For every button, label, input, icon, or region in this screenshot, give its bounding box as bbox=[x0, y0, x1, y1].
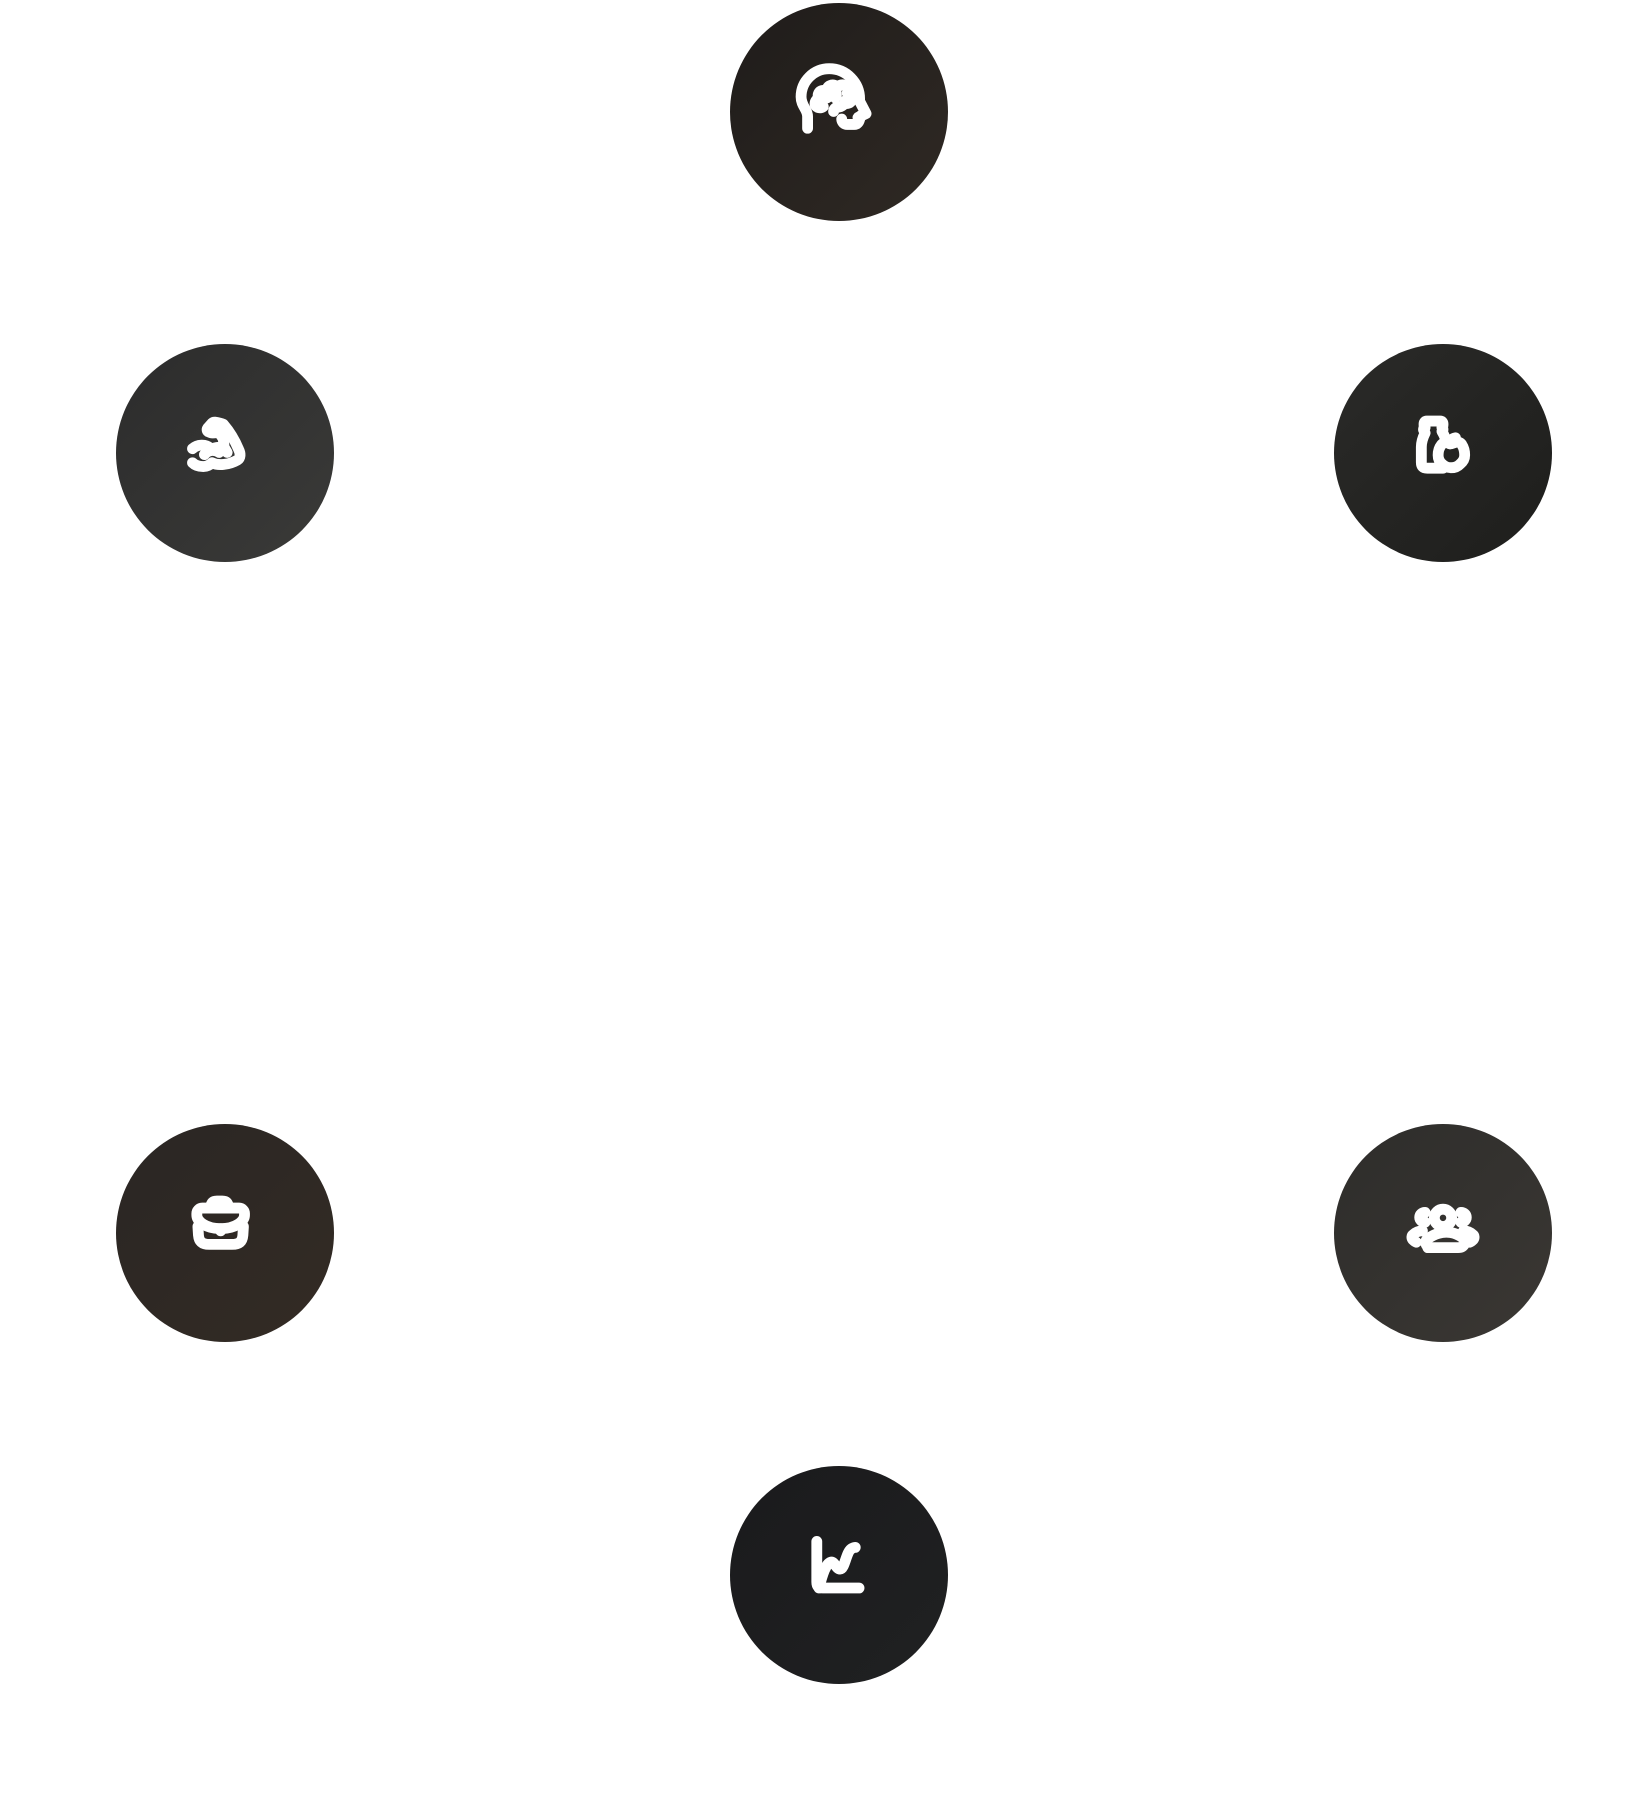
nutrition-node[interactable] bbox=[1334, 344, 1552, 562]
growth-chart-icon bbox=[811, 1536, 865, 1594]
user-group-icon bbox=[1406, 1203, 1480, 1254]
mind-node[interactable] bbox=[730, 3, 948, 221]
head-brain-icon bbox=[795, 63, 872, 134]
growth-node[interactable] bbox=[730, 1466, 948, 1684]
strength-node[interactable] bbox=[116, 344, 334, 562]
social-node[interactable] bbox=[1334, 1124, 1552, 1342]
flexed-bicep-icon bbox=[187, 416, 246, 472]
bottle-apple-icon bbox=[1415, 415, 1471, 474]
work-node[interactable] bbox=[116, 1124, 334, 1342]
briefcase-icon bbox=[191, 1195, 250, 1250]
